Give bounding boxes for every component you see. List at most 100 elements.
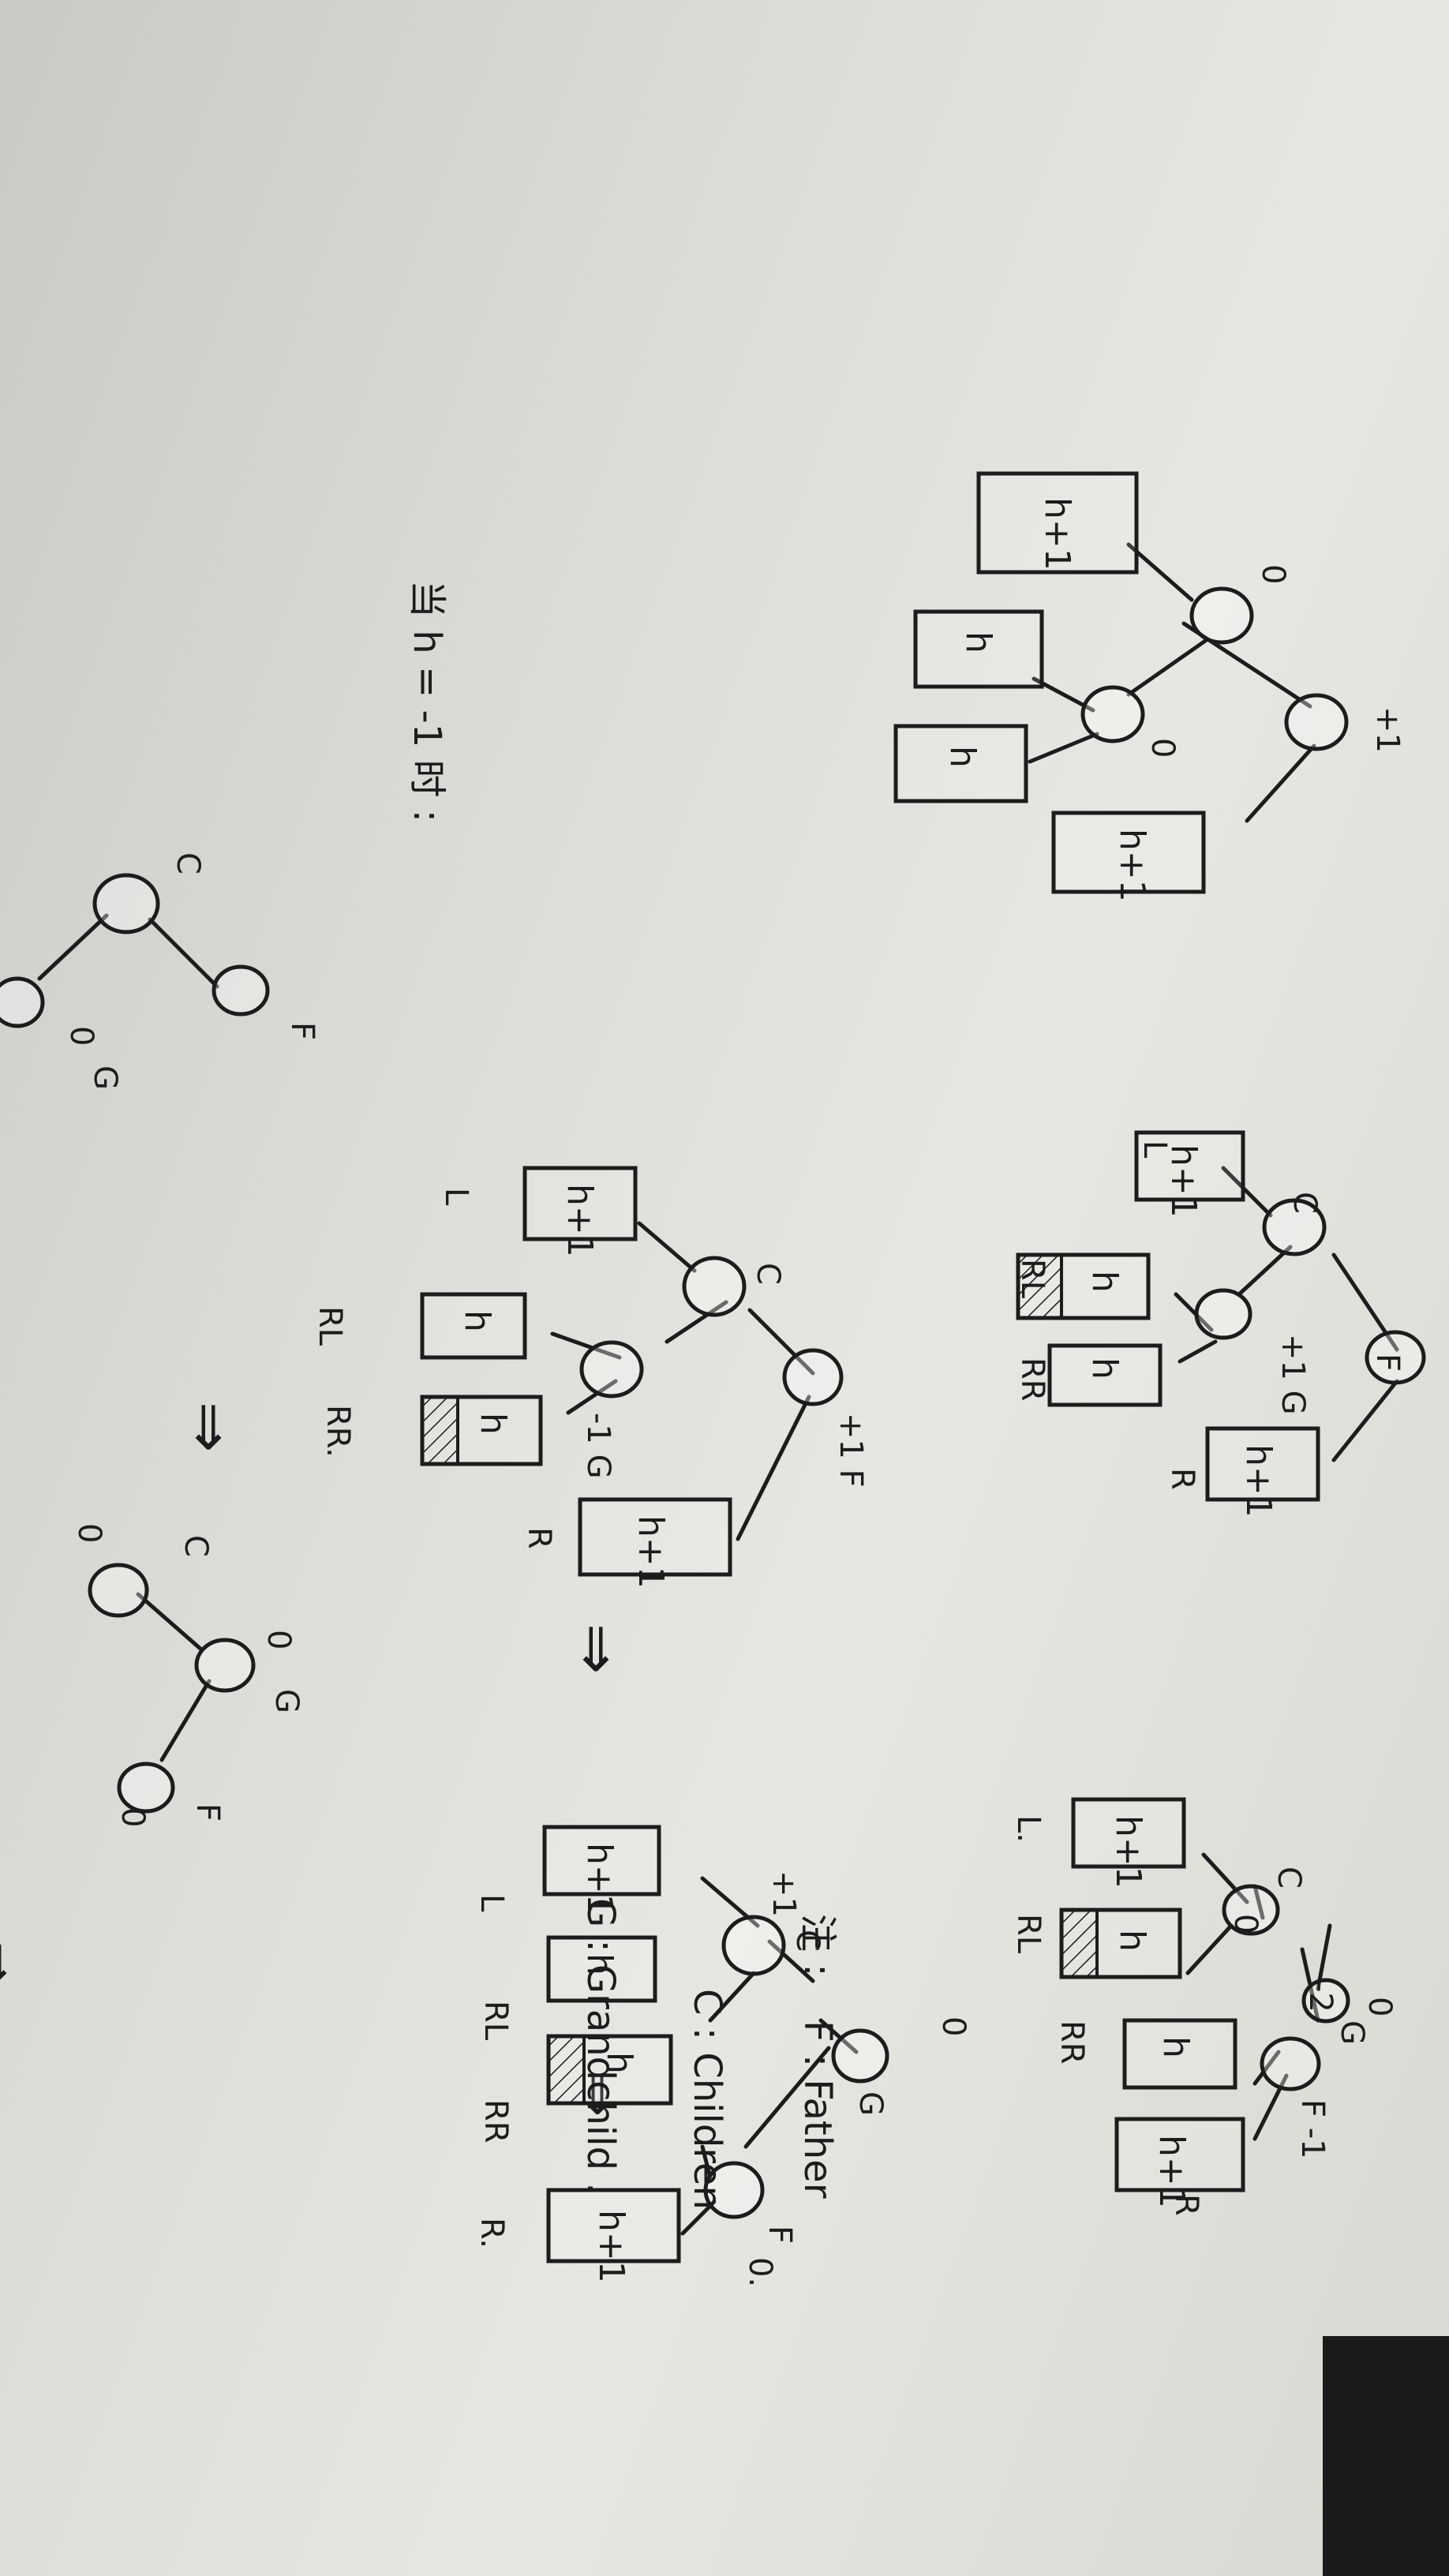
step2-grandchild-node	[1194, 1288, 1252, 1340]
step2-sub-L: L	[1136, 1140, 1173, 1159]
special-before-g-node	[0, 976, 45, 1028]
step2-box-RL-label: h	[1084, 1271, 1125, 1293]
step4-child-label: C	[750, 1263, 786, 1285]
step5-box-RL-label: h	[579, 1953, 620, 1975]
special-after-g-balance: 0	[260, 1630, 297, 1649]
special-after-c-balance: 0	[71, 1523, 107, 1543]
step5-grandchild-node	[831, 2028, 889, 2084]
step4-box-RL-label: h	[457, 1310, 497, 1332]
step3-top-balance: 0	[1361, 1997, 1398, 2016]
step2-box-R-label: h+1	[1238, 1444, 1279, 1518]
special-after-c-node	[88, 1563, 149, 1618]
special-case-caption: 当 h = -1 时 :	[405, 580, 449, 822]
step5-father-label: F	[762, 2226, 798, 2244]
step4-grandchild-node	[579, 1340, 644, 1398]
step2-box-RR	[1047, 1343, 1163, 1407]
step2-father-node	[1365, 1330, 1426, 1385]
special-before-tree: C F G 0	[0, 852, 320, 1090]
step2-child-node	[1262, 1198, 1327, 1256]
step5-box-RL	[546, 1935, 657, 2003]
step1-box-left-label: h+1	[1037, 497, 1077, 571]
legend-item-grandchild: G : Grandchild .	[578, 1898, 623, 2195]
step5-box-L	[542, 1825, 661, 1896]
step2-sub-R: R	[1164, 1468, 1200, 1490]
step3-sub-RL: RL	[1010, 1914, 1046, 1954]
step3-box-RL-hatch	[1060, 1908, 1099, 1979]
special-before-g-balance: 0	[63, 1026, 99, 1046]
step4-sub-R: R	[521, 1527, 557, 1549]
step2-sub-RR: RR	[1014, 1357, 1050, 1402]
step1-box-mid2	[893, 724, 1028, 803]
arrow-2: ⇒	[174, 1402, 245, 1452]
special-after-tree: C 0 G 0 F 0	[71, 1523, 305, 1827]
step1-grandchild-balance: 0	[1144, 738, 1181, 758]
legend-item-children: C : Children	[685, 1989, 729, 2210]
step4-child-node	[682, 1256, 747, 1317]
step3-grandchild-node	[1301, 1978, 1350, 2024]
table-edge	[1323, 2336, 1449, 2576]
step4-sub-RL: RL	[312, 1306, 348, 1346]
step4-box-L	[522, 1166, 638, 1241]
special-after-c-label: C	[178, 1535, 214, 1557]
step3-sub-L: L.	[1010, 1815, 1046, 1843]
step2-tree: F C +1 G h+1 h h h+1 L RL RR R	[1014, 1130, 1426, 1518]
step4-box-RR-hatch	[421, 1395, 459, 1466]
step5-sub-RR: RR	[477, 2099, 514, 2144]
step4-father-label: +1 F	[833, 1413, 869, 1488]
step5-box-RR-hatch	[547, 2035, 586, 2105]
step3-box-R	[1114, 2117, 1245, 2192]
step3-father-node	[1260, 2036, 1321, 2091]
step4-box-R-label: h+1	[631, 1515, 671, 1589]
special-before-f-label: F	[284, 1022, 320, 1040]
step1-child-node	[1189, 586, 1254, 645]
step3-box-RL-label: h	[1112, 1930, 1152, 1952]
step3-box-RR	[1122, 2018, 1237, 2090]
step5-sub-L: L	[474, 1894, 510, 1912]
step2-box-L	[1134, 1130, 1245, 1202]
step2-child-label: C	[1286, 1192, 1323, 1214]
step3-tree: 0 G -2 C 0 F -1 h+1 h h h+1 L. RL RR R	[1010, 1797, 1398, 2216]
step3-child-label: C	[1271, 1866, 1307, 1889]
step2-father-label: F	[1369, 1354, 1406, 1372]
step1-box-mid1-label: h	[958, 631, 998, 653]
step2-box-RR-label: h	[1084, 1357, 1125, 1380]
step3-box-R-label: h+1	[1151, 2135, 1192, 2208]
step3-box-L-label: h+1	[1108, 1815, 1148, 1889]
step5-father-node	[703, 2161, 765, 2219]
step4-box-RL	[420, 1292, 527, 1360]
step3-grandchild-label: G	[1334, 2020, 1370, 2045]
step3-box-RR-label: h	[1155, 2036, 1196, 2058]
step4-sub-L: L	[438, 1188, 474, 1206]
step5-child-label: C	[789, 1930, 826, 1952]
arrow-1: ⇒	[562, 1623, 632, 1674]
step4-tree: +1 F C -1 G h+1 h h h+1 L RL RR. R	[312, 1166, 869, 1589]
step2-box-L-label: h+1	[1163, 1144, 1204, 1218]
step5-father-balance: 0.	[742, 2257, 778, 2287]
special-after-f-label: F	[189, 1803, 226, 1822]
step4-father-node	[782, 1348, 844, 1406]
step5-box-RR-label: h	[599, 2052, 639, 2074]
step3-grandchild-marker: -2	[1302, 1981, 1339, 2012]
special-before-f-node	[212, 964, 270, 1017]
step4-box-L-label: h+1	[560, 1184, 600, 1257]
step3-sub-R: R	[1168, 2194, 1204, 2216]
step1-tree: +1 0 0 h+1 h h h+1	[893, 471, 1406, 902]
step4-sub-RR: RR.	[320, 1405, 356, 1458]
step5-tree: 0 G C +1 F 0. h+1 h h h+1 L RL RR R.	[474, 1825, 972, 2287]
step2-box-RL-hatch	[1017, 1253, 1063, 1320]
step2-box-R	[1205, 1426, 1320, 1502]
step5-sub-R: R.	[474, 2218, 510, 2248]
step5-grandchild-label: G	[852, 2091, 889, 2116]
legend-item-father: F : Father	[796, 2020, 840, 2199]
step3-child-node	[1222, 1884, 1280, 1936]
step5-box-R-label: h+1	[591, 2210, 631, 2283]
step1-box-left	[976, 471, 1139, 575]
step4-box-R	[578, 1497, 732, 1577]
step4-grandchild-label: -1 G	[580, 1413, 616, 1479]
step5-sub-RL: RL	[477, 2001, 514, 2041]
step1-child-balance: 0	[1255, 564, 1291, 584]
special-before-c-node	[92, 873, 160, 934]
step5-child-balance: +1	[766, 1870, 802, 1917]
special-after-g-node	[194, 1638, 256, 1693]
